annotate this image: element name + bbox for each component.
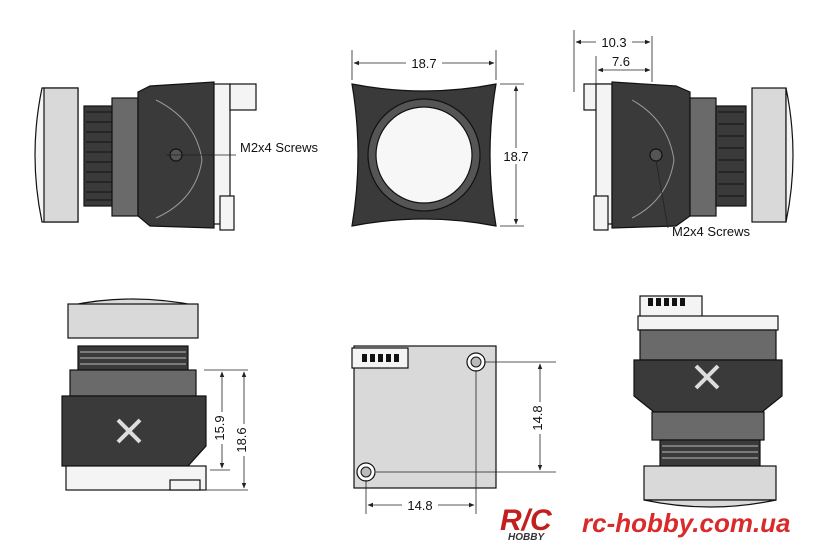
- watermark-logo-sub: HOBBY: [508, 532, 545, 543]
- body-depth-dim: 7.6: [612, 54, 630, 69]
- front-lens-inner: [375, 106, 473, 204]
- screw-hole-right: [649, 148, 663, 162]
- hole-spacing-vertical-dim: 14.8: [530, 405, 545, 430]
- bottom-view-left: 15.9 18.6: [61, 298, 252, 491]
- bottom-view-right: [633, 295, 783, 508]
- back-view: 14.8 14.8: [351, 345, 556, 514]
- front-height-dim: 18.7: [503, 149, 528, 164]
- watermark-url: rc-hobby.com.ua: [582, 508, 791, 538]
- side-view-right: M2x4 Screws 10.3 7.6: [573, 30, 794, 239]
- hole-spacing-horizontal-dim: 14.8: [407, 498, 432, 513]
- overall-depth-dim: 10.3: [601, 35, 626, 50]
- lens-thread-right: [718, 111, 744, 197]
- front-width-dim: 18.7: [411, 56, 436, 71]
- side-view-left: M2x4 Screws: [34, 81, 319, 231]
- total-height-dim: 18.6: [234, 427, 249, 452]
- front-view: 18.7 18.7: [351, 50, 532, 227]
- lens-height-dim: 15.9: [212, 415, 227, 440]
- lens-thread-left: [86, 111, 112, 201]
- watermark: R/C HOBBY rc-hobby.com.ua: [500, 504, 791, 543]
- watermark-logo: R/C: [500, 504, 553, 537]
- screw-label-right: M2x4 Screws: [672, 224, 751, 239]
- screw-label-left: M2x4 Screws: [240, 140, 319, 155]
